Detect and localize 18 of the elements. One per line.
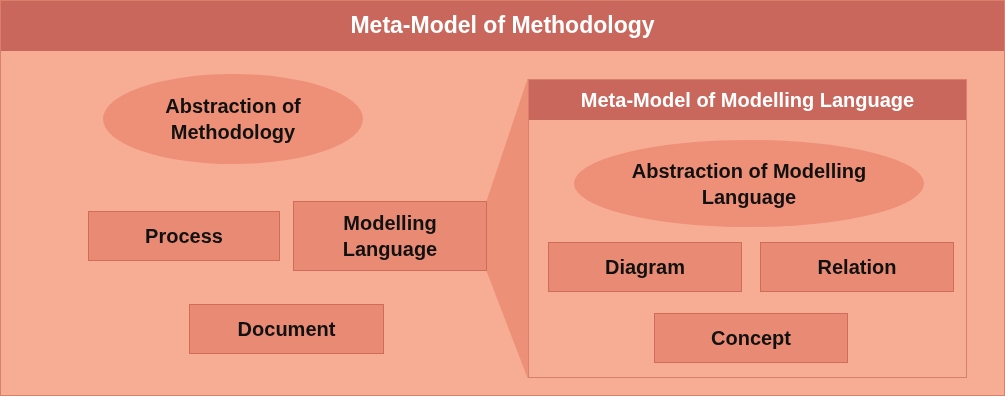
node-label: Modelling Language (341, 211, 439, 262)
zoom-wedge (486, 78, 529, 379)
concept-box (88, 211, 280, 261)
panel (528, 79, 967, 378)
concept-box (548, 242, 742, 292)
node-label: Relation (817, 255, 897, 280)
panel-header: Meta-Model of Modelling Language (529, 80, 966, 120)
concept-box (654, 313, 848, 363)
node-label: Abstraction of Modelling Language (630, 158, 868, 210)
concept-box (189, 304, 384, 354)
node-label: Diagram (605, 255, 685, 280)
node-label: Concept (711, 326, 791, 351)
node-label: Abstraction of Methodology (164, 94, 302, 145)
node-label: Document (237, 317, 336, 342)
concept-box (760, 242, 954, 292)
node-label: Process (145, 224, 223, 249)
panel-header: Meta-Model of Methodology (1, 1, 1004, 51)
concept-box (293, 201, 487, 271)
